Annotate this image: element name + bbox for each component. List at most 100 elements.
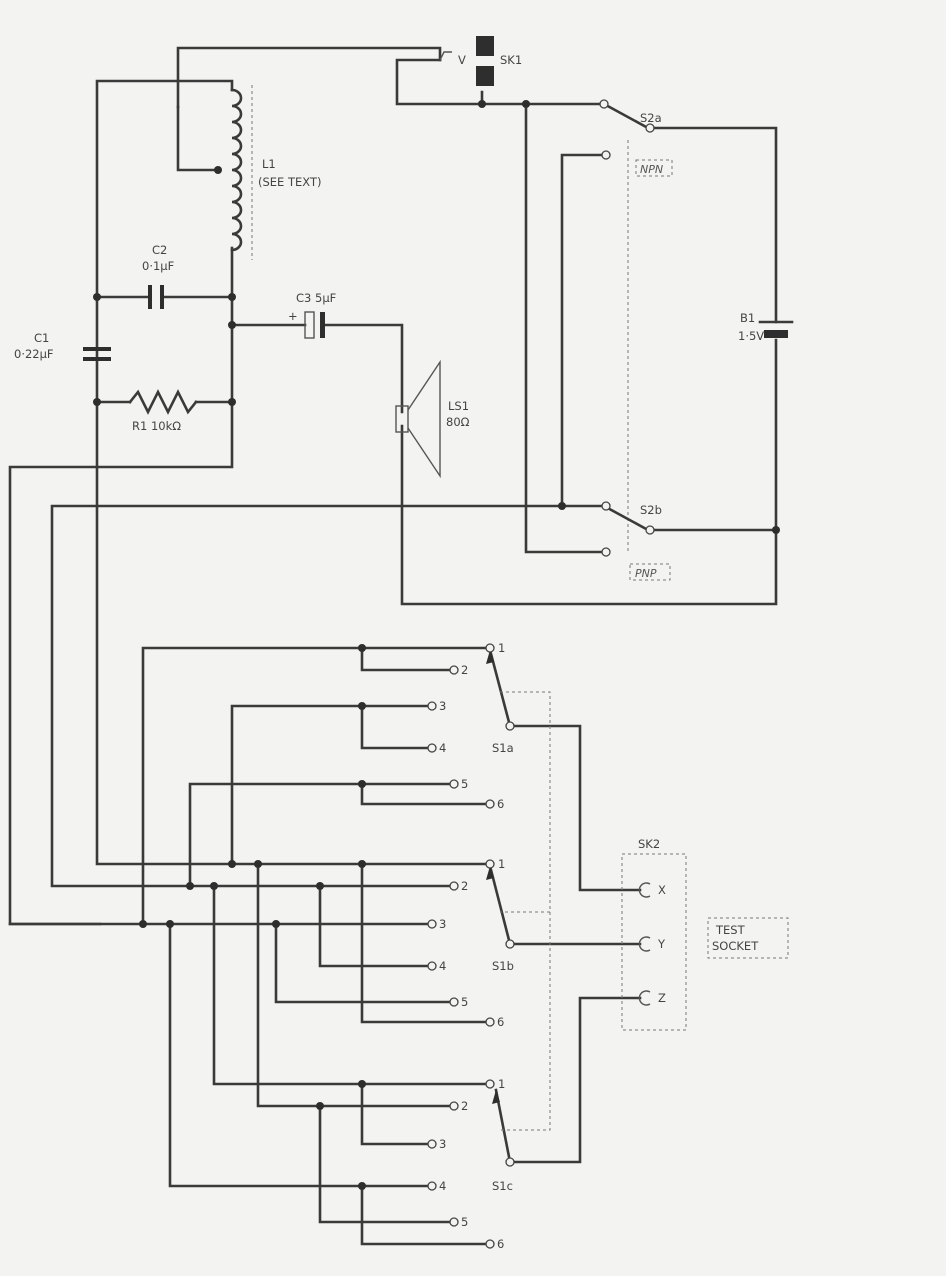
junction (772, 526, 780, 534)
wire-left-rail-top (95, 79, 234, 402)
junction (214, 166, 222, 174)
s1b-contact-2 (449, 881, 459, 891)
junction (228, 293, 236, 301)
s1c-num-6: 6 (497, 1237, 504, 1251)
wire-s1a-to-x (508, 724, 642, 892)
junction (522, 100, 530, 108)
l1-label: L1 (262, 157, 276, 171)
wire-l1-left-loop (176, 105, 220, 172)
s1c-num-3: 3 (439, 1137, 446, 1151)
wire-node-down (8, 295, 234, 926)
s1c-contact-1 (485, 1079, 495, 1089)
wire-s2b-long (50, 504, 606, 888)
c3-label: C3 5μF (296, 291, 336, 305)
wire-s1b-5 (274, 922, 452, 1004)
junction (316, 882, 324, 890)
sk2-z-label: Z (658, 991, 666, 1005)
c3-plus: + (288, 309, 298, 323)
switch-section: 1 2 3 4 5 6 1 2 3 4 5 6 1 2 3 4 5 6 S1a … (8, 641, 789, 1251)
s1a-contact-2 (449, 665, 459, 675)
s1b-num-4: 4 (439, 959, 446, 973)
s1c-contact-3 (427, 1139, 437, 1149)
c3-capacitor (304, 311, 325, 339)
s1a-arrow (486, 650, 494, 664)
s1b-contact-3 (427, 919, 437, 929)
junction (228, 398, 236, 406)
pnp-box (629, 563, 671, 581)
wire-ls1-down (400, 424, 778, 606)
c2-label: C2 (152, 243, 167, 257)
s1a-label: S1a (492, 741, 514, 755)
wire-npn-loop (560, 153, 606, 508)
wire-s1b-6 (360, 862, 492, 1024)
junction (228, 321, 236, 329)
s2b-arm (602, 504, 650, 532)
sk2-label: SK2 (638, 837, 660, 851)
s1b-num-1: 1 (498, 857, 505, 871)
junction (478, 100, 486, 108)
pnp-label: PNP (635, 567, 657, 580)
sk2-box (621, 853, 687, 1031)
s1a-contact-3 (427, 701, 437, 711)
junction (93, 398, 101, 406)
s1b-contact-5 (449, 997, 459, 1007)
b1-label: B1 (740, 311, 755, 325)
s1c-label: S1c (492, 1179, 513, 1193)
wire-sk1-loop (395, 58, 484, 106)
s1-gang-link-lower (500, 912, 551, 1131)
sk1-jack-top (476, 36, 494, 56)
s1c-contact-5 (449, 1217, 459, 1227)
s1a-contact-1 (485, 643, 495, 653)
wire-s2a-feed-down (524, 102, 606, 554)
wire-c3-out (323, 323, 404, 414)
s1c-arrow (492, 1090, 500, 1104)
sk2-y-label: Y (657, 937, 666, 951)
junction (358, 644, 366, 652)
wire-s1c-5 (318, 1104, 452, 1224)
junction (228, 860, 236, 868)
r1-resistor (128, 389, 198, 415)
junction (316, 1102, 324, 1110)
s2a-npn-contact (601, 150, 611, 160)
s1a-pole (505, 721, 515, 731)
s1c-num-4: 4 (439, 1179, 446, 1193)
s2a-arm (602, 102, 650, 130)
wire-s1a-4 (360, 704, 430, 750)
s2b-label: S2b (640, 503, 662, 517)
s2b-contact (645, 525, 655, 535)
wire-left-rail-down (95, 398, 145, 866)
junction (186, 882, 194, 890)
junction (210, 882, 218, 890)
junction (272, 920, 280, 928)
sk1-v-label: V (458, 53, 466, 67)
ls1-label: LS1 (448, 399, 469, 413)
junction (358, 1182, 366, 1190)
s2a-contact (645, 123, 655, 133)
s1c-contact-4 (427, 1181, 437, 1191)
s1-gang-link (500, 691, 551, 913)
s1c-num-5: 5 (461, 1215, 468, 1229)
sk1-contact (439, 51, 452, 61)
s1c-num-1: 1 (498, 1077, 505, 1091)
wire-s1c-4 (168, 922, 430, 1188)
junction (166, 920, 174, 928)
c1-capacitor (83, 347, 111, 361)
s2a-label: S2a (640, 111, 662, 125)
wire-s1a-5 (188, 782, 452, 888)
s1a-num-4: 4 (439, 741, 446, 755)
wire-s1c-1 (212, 884, 492, 1086)
s1a-num-5: 5 (461, 777, 468, 791)
s1a-contact-4 (427, 743, 437, 753)
s1b-contact-6 (485, 1017, 495, 1027)
s1a-num-1: 1 (498, 641, 505, 655)
junction (558, 502, 566, 510)
s1c-pole (505, 1157, 515, 1167)
c1-value: 0·22μF (14, 347, 54, 361)
b1-value: 1·5V (738, 329, 764, 343)
wire-s1a-2 (360, 646, 452, 672)
s2b-pnp-contact (601, 547, 611, 557)
s1c-num-2: 2 (461, 1099, 468, 1113)
s1c-contact-2 (449, 1101, 459, 1111)
s1b-num-2: 2 (461, 879, 468, 893)
